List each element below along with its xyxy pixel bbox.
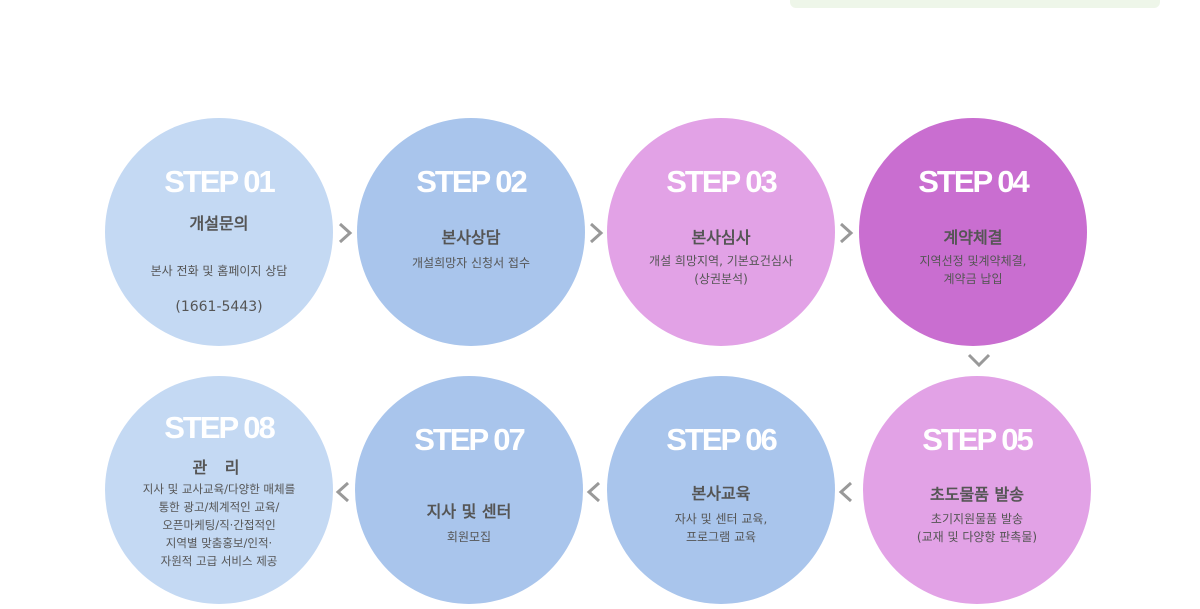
step-01-phone: (1661-5443) xyxy=(175,299,263,315)
chevron-left-icon xyxy=(834,480,858,504)
step-07-name: 지사 및 센터 xyxy=(426,502,512,521)
step-04-name: 계약체결 xyxy=(943,228,1003,247)
step-04-desc: 지역선정 및계약체결, 계약금 납입 xyxy=(919,254,1027,286)
step-07-title: STEP 07 xyxy=(414,422,526,457)
step-01-title: STEP 01 xyxy=(164,164,276,199)
step-08-desc: 지사 및 교사교육/다양한 매체를 통한 광고/체계적인 교육/ 오픈마케팅/직… xyxy=(142,482,296,568)
step-02-title: STEP 02 xyxy=(416,164,528,199)
chevron-down-icon xyxy=(966,348,991,372)
step-01-circle: STEP 01 개설문의 본사 전화 및 홈페이지 상담 (1661-5443) xyxy=(105,118,333,346)
chevron-left-icon xyxy=(331,480,355,504)
step-08-circle: STEP 08 관 리 지사 및 교사교육/다양한 매체를 통한 광고/체계적인… xyxy=(105,376,333,604)
step-06-desc: 자사 및 센터 교육, 프로그램 교육 xyxy=(674,512,768,544)
step-04-title: STEP 04 xyxy=(918,164,1030,199)
step-03-desc: 개설 희망지역, 기본요건심사 (상권분석) xyxy=(649,254,793,286)
step-01-name: 개설문의 xyxy=(189,214,249,233)
step-06-circle: STEP 06 본사교육 자사 및 센터 교육, 프로그램 교육 xyxy=(607,376,835,604)
chevron-right-icon xyxy=(834,221,858,245)
step-03-title: STEP 03 xyxy=(666,164,778,199)
step-07-desc: 회원모집 xyxy=(446,530,492,544)
step-05-circle: STEP 05 초도물품 발송 초기지원물품 발송 (교재 및 다양항 판촉물) xyxy=(863,376,1091,604)
step-05-title: STEP 05 xyxy=(922,422,1034,457)
step-05-desc: 초기지원물품 발송 (교재 및 다양항 판촉물) xyxy=(916,512,1038,544)
step-04-circle: STEP 04 계약체결 지역선정 및계약체결, 계약금 납입 xyxy=(859,118,1087,346)
chevron-right-icon xyxy=(584,221,608,245)
step-08-name: 관 리 xyxy=(192,458,246,477)
step-03-name: 본사심사 xyxy=(691,228,751,247)
step-07-circle: STEP 07 지사 및 센터 회원모집 xyxy=(355,376,583,604)
step-03-circle: STEP 03 본사심사 개설 희망지역, 기본요건심사 (상권분석) xyxy=(607,118,835,346)
step-02-circle: STEP 02 본사상담 개설희망자 신청서 접수 xyxy=(357,118,585,346)
step-02-desc: 개설희망자 신청서 접수 xyxy=(411,256,531,270)
chevron-left-icon xyxy=(582,480,606,504)
step-06-name: 본사교육 xyxy=(691,484,751,503)
top-decorative-bar xyxy=(790,0,1160,8)
step-08-title: STEP 08 xyxy=(164,410,276,445)
step-06-title: STEP 06 xyxy=(666,422,778,457)
step-05-name: 초도물품 발송 xyxy=(930,485,1024,504)
step-02-name: 본사상담 xyxy=(441,228,501,247)
chevron-right-icon xyxy=(333,221,357,245)
step-01-desc-text: 본사 전화 및 홈페이지 상담 xyxy=(150,264,288,278)
step-01-desc: 본사 전화 및 홈페이지 상담 (1661-5443) xyxy=(119,244,319,334)
